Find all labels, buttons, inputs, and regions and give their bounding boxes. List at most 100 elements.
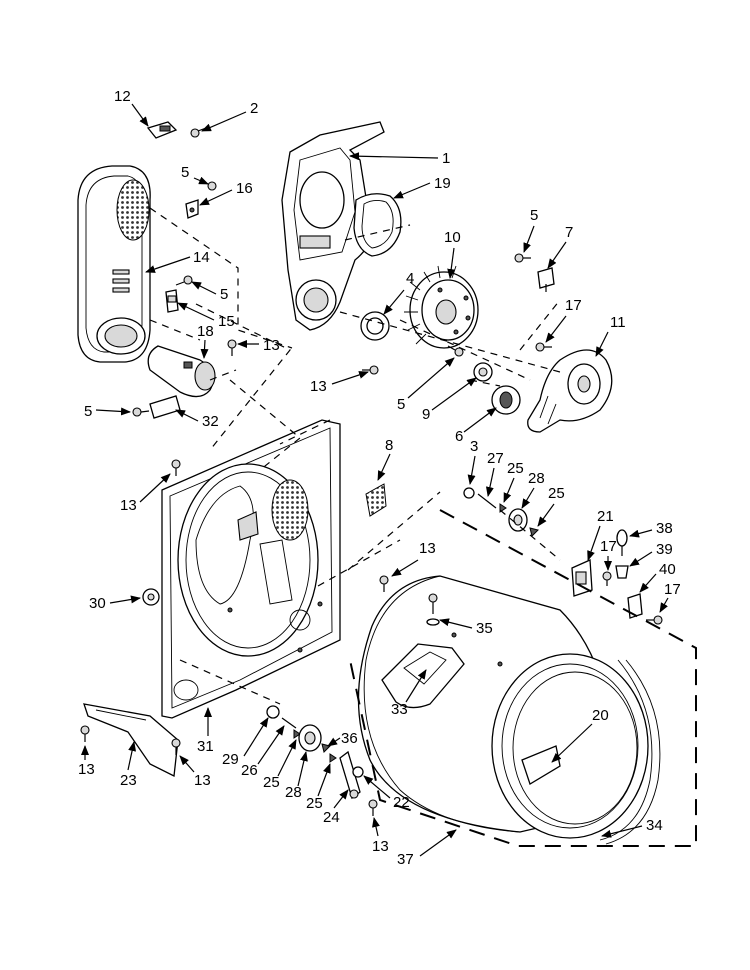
callout-27: 27 [485, 450, 504, 497]
callout-13g: 13 [179, 755, 211, 789]
callout-13b: 13 [310, 371, 369, 395]
callout-25b: 25 [537, 485, 565, 527]
callout-17c: 17 [659, 581, 681, 613]
svg-text:15: 15 [218, 313, 235, 330]
callout-22: 22 [363, 775, 410, 811]
callout-7: 7 [547, 224, 573, 269]
panel-part-23 [83, 703, 179, 777]
callout-10: 10 [444, 229, 461, 279]
svg-text:12: 12 [114, 88, 131, 105]
callout-29: 29 [222, 717, 269, 768]
svg-text:25: 25 [548, 485, 565, 502]
svg-text:24: 24 [323, 809, 340, 826]
screw-part-13c [171, 459, 181, 476]
ring-part-4 [360, 311, 390, 341]
drum-dashed-outline [349, 509, 697, 847]
washer-part-29 [266, 705, 280, 719]
screw-part-13f [80, 725, 90, 742]
callout-16: 16 [199, 180, 253, 206]
svg-text:34: 34 [646, 817, 663, 834]
svg-text:37: 37 [397, 851, 414, 868]
svg-text:19: 19 [434, 175, 451, 192]
svg-text:20: 20 [592, 707, 609, 724]
callout-25c: 25 [263, 739, 297, 791]
svg-text:17: 17 [600, 538, 617, 555]
bracket-part-24 [339, 750, 361, 800]
callout-5c: 5 [191, 281, 228, 303]
pin-part-26 [281, 717, 297, 729]
svg-text:27: 27 [487, 450, 504, 467]
svg-text:31: 31 [197, 738, 214, 755]
callout-4: 4 [383, 270, 414, 315]
svg-text:13: 13 [194, 772, 211, 789]
svg-text:18: 18 [197, 323, 214, 340]
svg-text:6: 6 [455, 428, 463, 445]
thermostat-part-7 [537, 267, 555, 292]
callout-1: 1 [349, 150, 450, 167]
callout-32: 32 [175, 409, 219, 430]
callout-28a: 28 [521, 470, 545, 509]
svg-text:25: 25 [263, 774, 280, 791]
fuse-part-39 [615, 565, 629, 579]
svg-text:5: 5 [84, 403, 92, 420]
screw-part-2 [190, 127, 207, 138]
svg-text:40: 40 [659, 561, 676, 578]
svg-text:30: 30 [89, 595, 106, 612]
front-lint-panel-part-14 [77, 165, 151, 363]
screw-part-5a [199, 180, 217, 191]
svg-text:28: 28 [285, 784, 302, 801]
bracket-part-32 [149, 395, 181, 419]
svg-text:9: 9 [422, 406, 430, 423]
front-bulkhead-part-1 [281, 121, 385, 331]
svg-text:10: 10 [444, 229, 461, 246]
roller-part-28b [298, 724, 322, 752]
clip-part-25d [329, 753, 337, 763]
bracket-part-15 [165, 289, 179, 313]
svg-text:35: 35 [476, 620, 493, 637]
svg-text:13: 13 [310, 378, 327, 395]
callout-5b: 5 [523, 207, 538, 253]
callout-2: 2 [201, 100, 258, 132]
callout-18: 18 [197, 323, 214, 359]
svg-text:38: 38 [656, 520, 673, 537]
bearing-part-6 [491, 385, 521, 415]
seal-part-19 [353, 193, 402, 257]
callout-28b: 28 [285, 751, 308, 801]
svg-text:25: 25 [507, 460, 524, 477]
callout-12: 12 [114, 88, 149, 127]
screw-part-5e [132, 407, 150, 417]
screw-part-13b [362, 365, 379, 375]
svg-text:5: 5 [530, 207, 538, 224]
assembly-lines [149, 207, 561, 705]
callout-24: 24 [323, 789, 349, 826]
callout-5d: 5 [397, 357, 455, 413]
clip-part-25c [293, 729, 301, 739]
callout-33: 33 [391, 669, 427, 718]
callout-25a: 25 [503, 460, 524, 503]
callout-17b: 17 [600, 538, 617, 571]
callout-6: 6 [455, 407, 497, 445]
svg-text:5: 5 [397, 396, 405, 413]
svg-text:8: 8 [385, 437, 393, 454]
svg-text:36: 36 [341, 730, 358, 747]
screw-part-13a [227, 339, 237, 356]
callout-21: 21 [587, 508, 614, 561]
bracket-part-16 [185, 199, 199, 219]
callout-15: 15 [177, 302, 235, 330]
washer-part-22 [352, 766, 364, 778]
svg-text:7: 7 [565, 224, 573, 241]
svg-text:25: 25 [306, 795, 323, 812]
terminal-block-part-21 [571, 559, 593, 597]
svg-text:16: 16 [236, 180, 253, 197]
svg-text:22: 22 [393, 794, 410, 811]
callout-19: 19 [393, 175, 451, 199]
screw-part-5b [514, 253, 531, 263]
callout-36: 36 [327, 730, 358, 747]
svg-text:13: 13 [419, 540, 436, 557]
callout-23: 23 [120, 741, 137, 789]
screw-part-13d [379, 575, 389, 592]
svg-text:5: 5 [220, 286, 228, 303]
screw-part-5c [175, 275, 193, 286]
blower-wheel-part-10 [404, 265, 479, 349]
